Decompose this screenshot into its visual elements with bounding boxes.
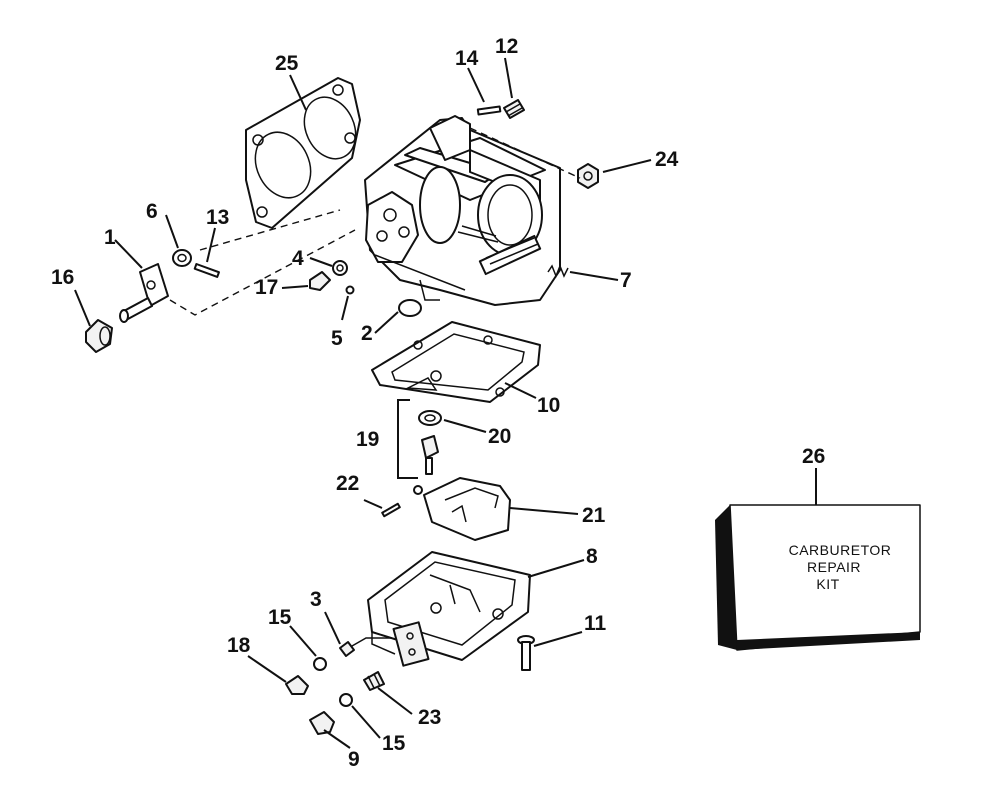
callout-6: 6 [146,200,158,223]
kit-label-line-3: KIT [816,576,839,592]
alignment-line-lever [169,209,356,316]
part-13-pin [193,263,220,278]
callout-1: 1 [104,226,116,249]
callout-26: 26 [802,445,825,468]
part-17-plug [309,271,331,291]
leader-5 [341,295,349,321]
part-15-washer-lower [339,693,353,707]
leader-14 [467,67,485,103]
part-20-o-ring [418,410,442,426]
callout-23: 23 [418,706,441,729]
part-3-screw [339,637,392,657]
leader-1 [114,239,143,269]
part-15-washer-upper [313,657,327,671]
callout-18: 18 [227,634,251,657]
part-24-nut [577,163,599,189]
leader-15-upper [289,625,317,657]
leader-20 [443,419,487,433]
leader-2 [374,311,399,334]
callout-22: 22 [336,472,359,495]
callout-16: 16 [51,266,74,289]
part-12-screw [503,99,525,119]
part-19-needle-seat [397,399,439,479]
part-2-o-ring [398,299,422,317]
part-26-repair-kit: CARBURETOR REPAIR KIT [715,504,921,651]
callout-15-lower: 15 [382,732,406,755]
leader-23 [377,687,413,715]
callout-12: 12 [495,35,518,58]
callout-11: 11 [584,612,607,635]
part-14-pin [476,105,502,116]
kit-label-line-1: CARBURETOR [789,542,892,558]
leader-11 [533,631,583,647]
leader-25 [289,74,307,111]
callout-13: 13 [206,206,229,229]
callout-14: 14 [455,47,479,70]
leader-22 [363,499,383,509]
callout-2: 2 [361,322,373,345]
callout-10: 10 [537,394,560,417]
callout-numbers: 25 12 14 24 6 13 1 16 4 17 5 2 7 10 20 1… [51,35,825,771]
alignment-line-24 [469,127,581,179]
callout-19: 19 [356,428,379,451]
part-5-ball [345,285,355,295]
leader-12 [504,57,513,99]
part-18-plug [285,675,309,695]
part-7-spring [547,263,569,279]
part-4-washer [332,260,348,276]
leader-18 [247,655,287,683]
leader-9 [323,729,351,749]
part-8-float-bowl [367,551,531,667]
part-21-float [413,477,511,541]
carburetor-body [364,115,561,306]
callout-24: 24 [655,148,679,171]
callout-25: 25 [275,52,299,75]
leader-7 [569,271,619,281]
leader-24 [602,159,652,173]
leader-3 [324,611,341,645]
callout-3: 3 [310,588,322,611]
leader-21 [509,507,579,515]
leader-4 [309,257,333,267]
leader-lines [74,57,817,749]
leader-17 [281,285,309,289]
leader-8 [527,559,585,578]
callout-5: 5 [331,327,343,350]
part-9-plug [309,711,335,735]
part-11-screw [517,635,535,671]
callout-4: 4 [292,247,304,270]
kit-label-line-2: REPAIR [807,559,861,575]
callout-17: 17 [255,276,278,299]
callout-7: 7 [620,269,632,292]
callout-9: 9 [348,748,360,771]
part-22-pin [381,502,401,518]
leader-13 [206,227,216,263]
part-25-flange-gasket [245,77,361,229]
part-10-gasket [371,321,541,403]
callout-21: 21 [582,504,606,527]
leader-16 [74,289,91,327]
leader-10 [504,382,537,399]
part-23-jet [363,671,385,691]
callout-15-upper: 15 [268,606,292,629]
callout-20: 20 [488,425,511,448]
part-1-throttle-lever [119,263,169,323]
leader-6 [165,214,179,249]
part-6-washer [172,249,192,267]
leader-15-lower [351,705,381,739]
part-16-cap [85,319,113,353]
callout-8: 8 [586,545,598,568]
